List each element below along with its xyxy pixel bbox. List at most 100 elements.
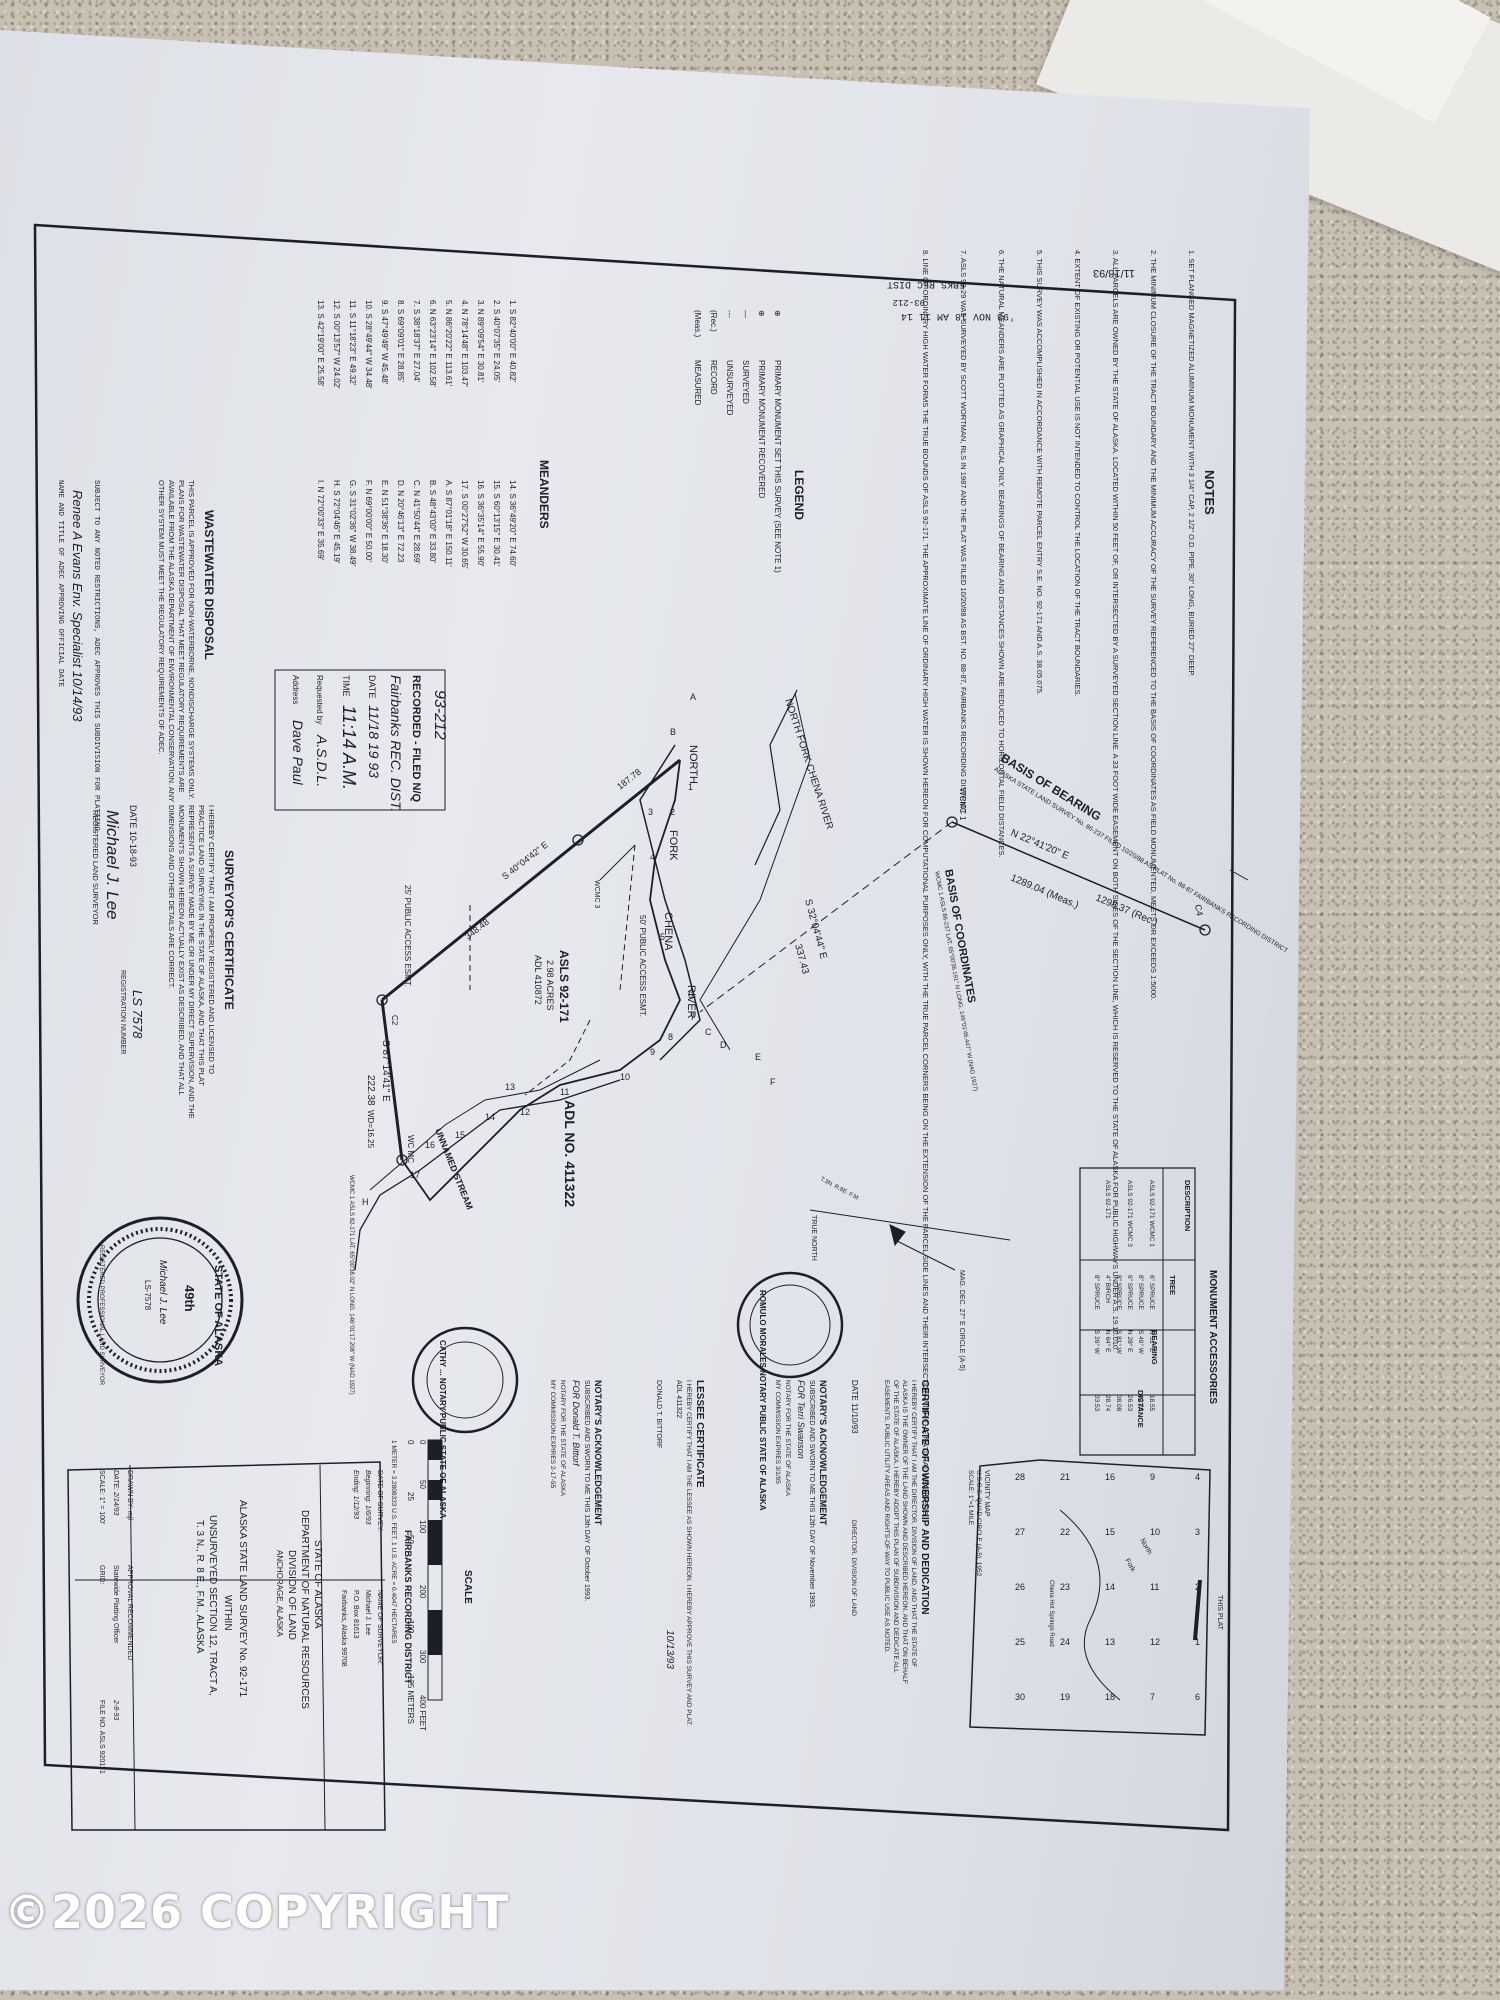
vicinity-section-number: 30 (1015, 1692, 1025, 1702)
meander-num: 12 (520, 1107, 530, 1117)
meander-entry: 16. S 36°35'14" E 55.90' (476, 480, 485, 567)
ownership-line: ALASKA IS THE OWNER OF THE LAND SHOWN AN… (901, 1380, 908, 1684)
recorded-stamp: 93-212 RECORDED - FILED N/Q Fairbanks RE… (274, 669, 448, 812)
dist3-label: 348.48 (463, 917, 491, 942)
lessee-text: I HEREBY CERTIFY THAT I AM THE LESSEE AS… (685, 1380, 692, 1726)
wastewater-title: WASTEWATER DISPOSAL (202, 510, 216, 660)
scale-meter-label: 0 (406, 1440, 415, 1445)
vicinity-section-number: 22 (1060, 1527, 1070, 1537)
lessee-adl: ADL 411322 (675, 1380, 682, 1418)
lessee-certificate: LESSEE CERTIFICATE I HEREBY CERTIFY THAT… (655, 1380, 705, 1726)
vicinity-section-number: 10 (1150, 1527, 1160, 1537)
meanders-block: MEANDERS 1. S 82°40'00" E 40.82'2. S 40°… (316, 300, 551, 569)
tb-city: Fairbanks, Alaska 99708 (340, 1590, 347, 1667)
point-a: A (690, 692, 696, 702)
stamp-line1: FBKS REC DIST (887, 278, 965, 289)
tb-state: STATE OF ALASKA (312, 1540, 323, 1629)
point-c: C (705, 1027, 712, 1037)
vicinity-map: 4321691011127161514131821222324192827262… (967, 1459, 1223, 1736)
wastewater-footer: NAME AND TITLE OF ADEC APPROVING OFFICIA… (56, 480, 64, 688)
meander-entry: 7. S 38°18'37" E 27.04' (412, 300, 421, 383)
recorded-time-label: TIME (341, 675, 351, 697)
notary-acknowledgement-2: NOTARY'S ACKNOWLEDGEMENT SUBSCRIBED AND … (549, 1380, 603, 1602)
ownership-sig-label: DIRECTOR, DIVISION OF LAND (850, 1520, 857, 1616)
surveyor-cert-reg-label: REGISTRATION NUMBER (119, 970, 126, 1054)
tn-label: T.3N. R.8E. F.M. (819, 1176, 861, 1202)
easement25-label: 25' PUBLIC ACCESS ESMT. (403, 885, 412, 987)
scale-feet-label: 0 (418, 1440, 427, 1445)
point-d: D (720, 1040, 727, 1050)
plat-sheet (0, 30, 1310, 1990)
survey-map (354, 689, 1249, 1271)
vicinity-section-number: 13 (1105, 1637, 1115, 1647)
scale-feet-label: 100 (418, 1520, 427, 1534)
legend-title: LEGEND (792, 470, 806, 520)
tract-bottom-line (380, 999, 404, 1161)
meanders-title: MEANDERS (537, 460, 551, 529)
meander-entry: E. N 51°38'36" E 18.30' (380, 480, 389, 564)
scale-meter-label: 100 (406, 1620, 415, 1634)
accessories-cell: S 49° W (1137, 1330, 1145, 1355)
tb-approval-date: 2-8-93 (112, 1699, 119, 1720)
wcmc1b-label: WCMC 1 ASLS 82-171 LAT. 65°00'38.02" N L… (348, 1175, 354, 1395)
tb-district: FAIRBANKS RECORDING DISTRICT (403, 1530, 413, 1685)
meander-entry: H. S 72°04'46" E 45.19' (332, 480, 341, 564)
bearing2-label: S 32°04'44" E (802, 898, 829, 961)
recorded-requested-label: Requested by (315, 675, 324, 724)
accessories-cell: N 28° E (1126, 1330, 1134, 1353)
accessories-header: TREE (1168, 1275, 1177, 1295)
adl-small-label: ADL 410872 (533, 955, 543, 1005)
accessories-cell: 6" SPRUCE (1126, 1275, 1133, 1310)
ownership-line: EASEMENTS, PUBLIC UTILITY AREAS AND RIGH… (883, 1380, 890, 1653)
plat-border (33, 223, 1237, 1832)
seal-state: STATE OF ALASKA (212, 1265, 224, 1366)
c4-label: C4 (1193, 904, 1205, 917)
scale-title: SCALE (462, 1570, 473, 1604)
notary2-title: NOTARY'S ACKNOWLEDGEMENT (593, 1380, 603, 1526)
surveyor-cert-title: SURVEYOR'S CERTIFICATE (222, 850, 236, 1010)
tb-survey-label: DATE OF SURVEY: (376, 1470, 383, 1532)
vicinity-section-number: 23 (1060, 1582, 1070, 1592)
vicinity-section-number: 27 (1015, 1527, 1025, 1537)
monument-accessories-table: MONUMENT ACCESSORIES DESCRIPTIONTREEBEAR… (1079, 1167, 1218, 1456)
surveyor-seal: STATE OF ALASKA 49th Michael J. Lee LS-7… (76, 1216, 244, 1386)
meander-num: 6 (688, 990, 693, 1000)
legend-label: SURVEYED (741, 360, 750, 404)
meander-num: 16 (425, 1140, 435, 1150)
note-item: 4. EXTENT OF EXISTING OR POTENTIAL USE I… (1073, 250, 1082, 697)
vicinity-section-number: 26 (1015, 1582, 1025, 1592)
accessories-cell: 8" SPRUCE (1093, 1275, 1100, 1310)
title-block: FAIRBANKS RECORDING DISTRICT DATE OF SUR… (67, 1461, 413, 1831)
dist-meas-label: 1289.04 (Meas.) (1009, 873, 1080, 912)
vicinity-section-number: 25 (1015, 1637, 1025, 1647)
river-label-fork: FORK (667, 830, 679, 861)
lessee-date: 10/13/93 (664, 1630, 675, 1669)
river-bank-upper (699, 692, 811, 1051)
stream-line (354, 1079, 621, 1271)
recorded-address-label: Address (291, 675, 300, 704)
meander-num: 17 (410, 1170, 420, 1180)
dist4-label: 187.78 (615, 767, 643, 792)
note-item: 5. THIS SURVEY WAS ACCOMPLISHED IN ACCOR… (1035, 250, 1044, 695)
notary2-notary: NOTARY FOR THE STATE OF ALASKA (559, 1380, 566, 1497)
recorded-number: 93-212 (431, 690, 448, 740)
legend-symbol: (Rec.) (709, 310, 718, 332)
legend-symbol: --- (725, 310, 734, 318)
accessories-cell: N 64° E (1104, 1330, 1112, 1353)
recorded-requested: A.S.D.L. (314, 734, 330, 787)
surveyor-cert-line: PRACTICE LAND SURVEYING IN THE STATE OF … (197, 805, 206, 1086)
vicinity-section-number: 9 (1150, 1472, 1155, 1482)
meander-entry: 17. S 00°27'52" W 30.65' (460, 480, 469, 569)
surveyor-certificate: SURVEYOR'S CERTIFICATE I HEREBY CERTIFY … (91, 805, 236, 1119)
meander-entry: D. N 20°46'13" E 72.23 (396, 480, 405, 563)
tb-dept: DEPARTMENT OF NATURAL RESOURCES (299, 1510, 310, 1709)
tb-within: WITHIN (222, 1595, 233, 1631)
wcmc3-label: WCMC 3 (593, 880, 600, 908)
surveyor-cert-line: I HEREBY CERTIFY THAT I AM PROPERLY REGI… (207, 805, 216, 1074)
easement50-label: 50' PUBLIC ACCESS ESMT. (638, 915, 647, 1017)
meander-num: 10 (620, 1072, 630, 1082)
accessories-cell: 42.23 (1137, 1395, 1144, 1412)
legend-label: UNSURVEYED (725, 360, 734, 416)
accessories-header: DISTANCE (1136, 1390, 1145, 1428)
